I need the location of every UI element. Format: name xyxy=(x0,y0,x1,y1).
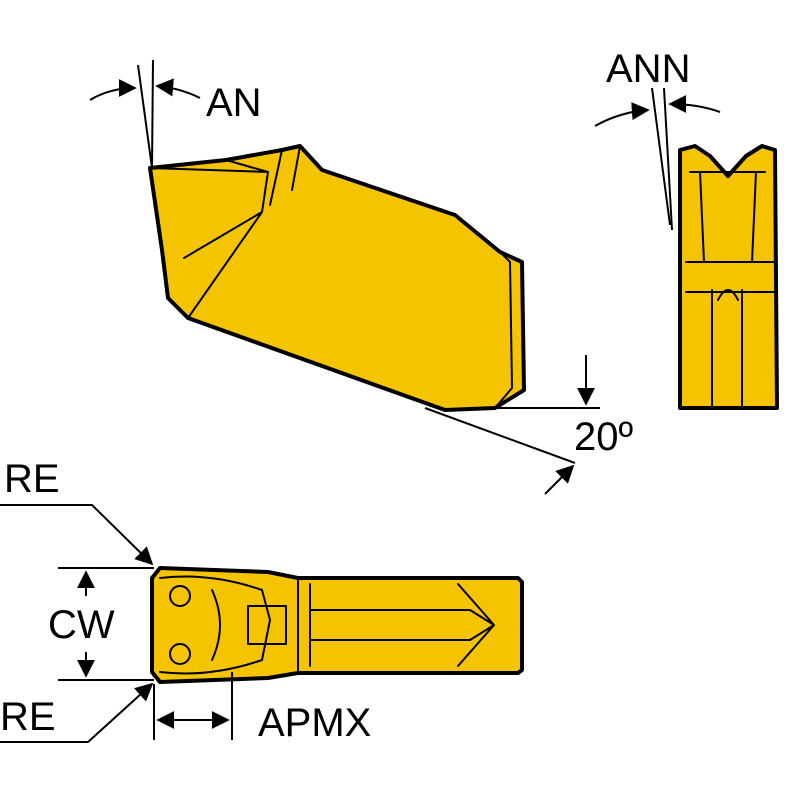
top-view: CW RE RE APMX xyxy=(0,457,524,745)
an-arrow-left xyxy=(89,79,137,101)
side-view: AN 20º xyxy=(89,59,633,495)
an-tool-line xyxy=(137,64,153,169)
ann-tool-line xyxy=(651,87,671,226)
top-view-chipbreaker xyxy=(159,575,311,675)
apmx-label: APMX xyxy=(258,701,371,745)
angle-arrow-bottom xyxy=(544,464,575,495)
ann-label: ANN xyxy=(606,47,690,91)
an-arrow-right xyxy=(155,78,201,99)
re-top-leader xyxy=(0,504,154,566)
top-view-groove xyxy=(309,583,495,667)
side-view-body xyxy=(148,144,526,412)
top-view-body xyxy=(150,566,524,684)
re-bottom-leader xyxy=(0,682,154,743)
top-view-hole-bottom xyxy=(169,643,191,665)
end-view: ANN xyxy=(594,47,779,410)
end-view-inner-lines xyxy=(685,171,775,409)
end-view-body xyxy=(678,144,779,410)
cw-label: CW xyxy=(48,603,115,647)
ann-arrow-right xyxy=(668,95,721,114)
side-view-chipbreaker xyxy=(149,159,513,409)
re-bottom-label: RE xyxy=(0,695,56,739)
angle-bottom-line xyxy=(424,407,576,464)
ann-extension-line xyxy=(663,87,673,231)
re-top-label: RE xyxy=(4,457,60,501)
an-label: AN xyxy=(206,81,262,125)
angle-label: 20º xyxy=(574,415,633,459)
ann-arrow-left xyxy=(594,102,650,127)
top-view-hole-top xyxy=(169,585,191,607)
side-view-top-ridge xyxy=(269,145,301,206)
an-extension-line xyxy=(151,59,154,169)
